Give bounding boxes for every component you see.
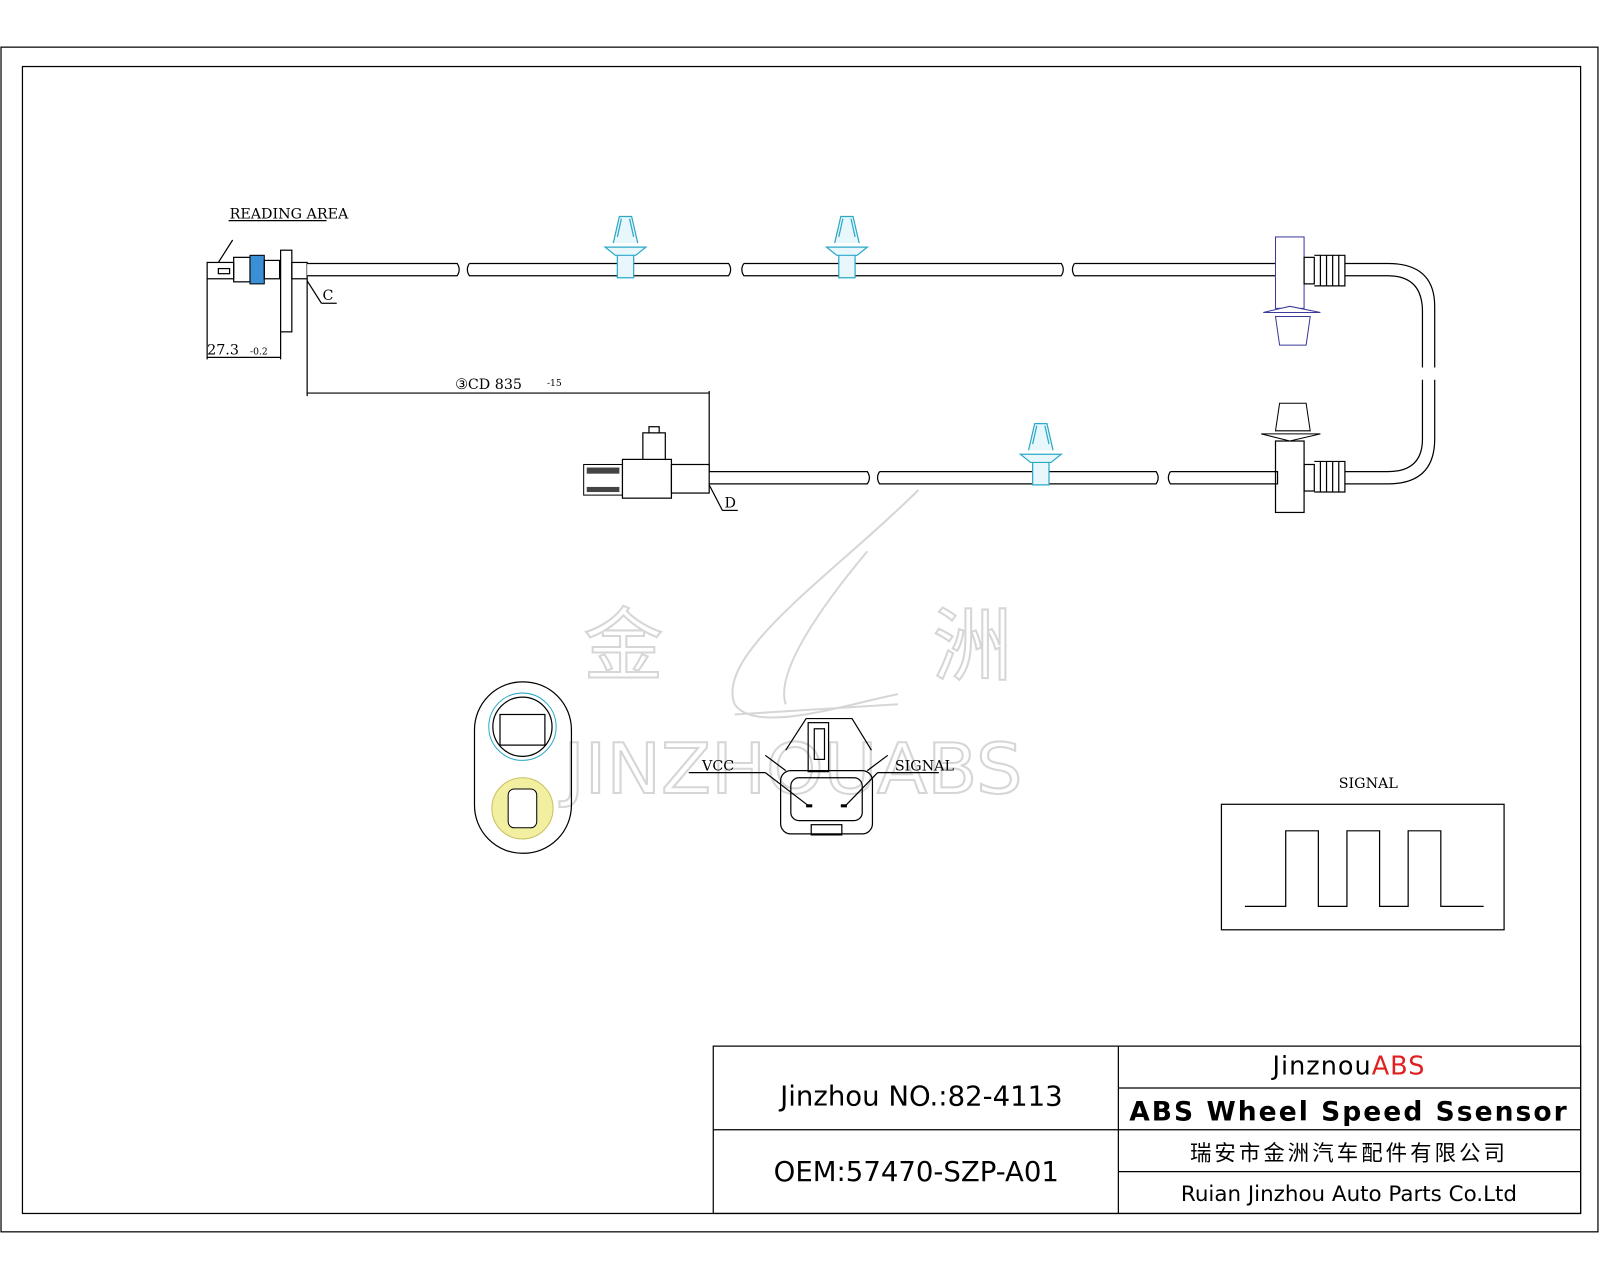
cable-connector: D <box>583 426 738 511</box>
clip-icon-3 <box>1018 423 1063 486</box>
cable-loop-lower <box>1344 379 1436 485</box>
dimension-cable-length: ③CD 835 -15 <box>306 278 710 475</box>
signal-pin-label: SIGNAL <box>895 759 955 775</box>
outer-border <box>0 46 1599 1233</box>
sensor-face-view <box>473 681 573 854</box>
brand-name: JinznouABS <box>1270 1052 1425 1082</box>
sensor-head: READING AREA C 27.3 -0.2 <box>206 207 349 360</box>
cable-loop <box>1344 262 1436 368</box>
brand-red: ABS <box>1372 1052 1426 1082</box>
dim-length-tol: -0.2 <box>250 346 268 357</box>
company-english: Ruian Jinzhou Auto Parts Co.Ltd <box>1181 1182 1517 1207</box>
grommet-bottom <box>1261 402 1346 514</box>
brand-black: Jinznou <box>1270 1052 1371 1082</box>
product-name: ABS Wheel Speed Ssensor <box>1129 1097 1568 1128</box>
signal-graph-title: SIGNAL <box>1339 776 1399 792</box>
dim-cable-tol: -15 <box>547 378 562 389</box>
cable-bottom <box>709 471 1279 485</box>
company-chinese: 瑞安市金洲汽车配件有限公司 <box>1190 1141 1508 1166</box>
grommet-top <box>1263 236 1346 346</box>
vcc-label: VCC <box>701 759 734 775</box>
signal-graph: SIGNAL <box>1220 776 1505 931</box>
point-d-label: D <box>724 495 735 511</box>
oem-number: OEM:57470-SZP-A01 <box>774 1156 1059 1188</box>
cable-top <box>307 262 1279 277</box>
thread-icon <box>249 254 265 285</box>
dim-length: 27.3 <box>207 342 239 358</box>
part-number: Jinzhou NO.:82-4113 <box>778 1080 1063 1112</box>
dim-cable: ③CD 835 <box>455 377 522 393</box>
clip-icon-2 <box>824 215 870 279</box>
flange <box>280 249 293 333</box>
title-block: Jinzhou NO.:82-4113 OEM:57470-SZP-A01 Ji… <box>712 1045 1582 1215</box>
watermark-chinese: 金 洲 <box>584 600 1013 693</box>
clip-icon-1 <box>603 215 648 279</box>
connector-face-view: VCC SIGNAL <box>688 717 955 836</box>
reading-area-label: READING AREA <box>230 207 349 223</box>
point-c-label: C <box>322 288 333 304</box>
watermark-logo <box>731 489 920 719</box>
